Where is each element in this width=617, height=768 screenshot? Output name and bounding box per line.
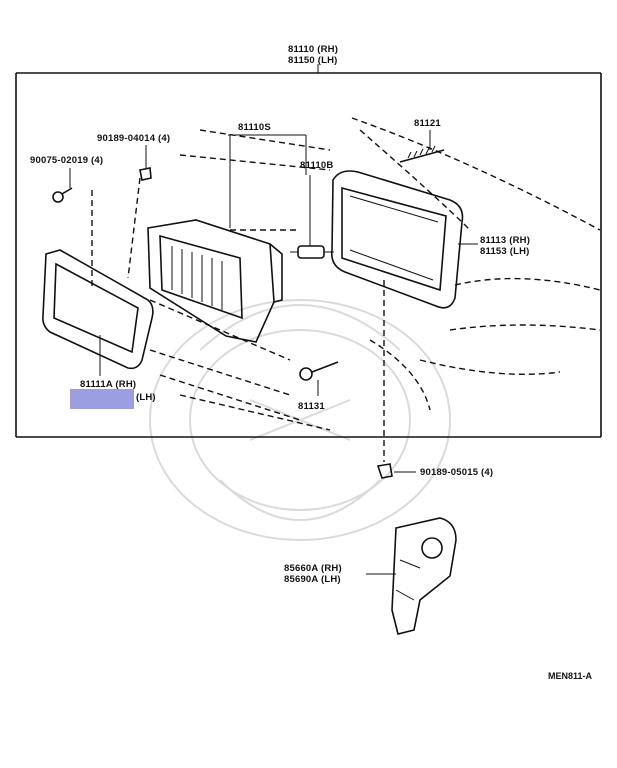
- assembly-frame: [15, 64, 602, 438]
- label-headlamp-assy-rh: 81110 (RH): [288, 44, 338, 55]
- rim-screw: [127, 145, 152, 279]
- label-headlamp-assy-lh: 81150 (LH): [288, 55, 338, 66]
- label-rim-screw: 90189-04014 (4): [97, 133, 170, 144]
- label-nut: 90189-05015 (4): [420, 467, 493, 478]
- label-motor-lh: 85690A (LH): [284, 574, 341, 585]
- leveling-motor: [366, 517, 457, 635]
- label-adjusting-screw: 81131: [298, 401, 325, 412]
- leader-lines: [99, 134, 478, 376]
- spring: [399, 130, 445, 163]
- label-door-rim-lh: (LH): [136, 392, 156, 403]
- headlamp-door-rim: [42, 249, 154, 370]
- nut: [376, 280, 416, 479]
- figure-code: MEN811-A: [548, 671, 593, 681]
- label-door-rim-rh: 81111A (RH): [80, 379, 136, 390]
- adjusting-screw: [299, 361, 339, 396]
- label-housing-lh: 81153 (LH): [480, 246, 530, 257]
- label-bulb-unit: 81110S: [238, 122, 271, 133]
- vehicle-body-outline: [149, 117, 601, 431]
- label-motor-rh: 85660A (RH): [284, 563, 342, 574]
- watermark-emblem: [149, 299, 451, 541]
- label-bolt: 90075-02019 (4): [30, 155, 103, 166]
- sealed-beam-unit: [147, 219, 283, 343]
- bulb: [290, 175, 334, 259]
- part-labels: 81110 (RH) 81150 (LH) 81110S 81110B 8112…: [30, 44, 593, 681]
- label-housing-rh: 81113 (RH): [480, 235, 530, 246]
- label-spring: 81121: [414, 118, 441, 129]
- label-bulb: 81110B: [300, 160, 333, 171]
- bolt: [52, 168, 93, 286]
- headlamp-housing: [330, 170, 464, 309]
- door-rim-highlight: [70, 389, 134, 409]
